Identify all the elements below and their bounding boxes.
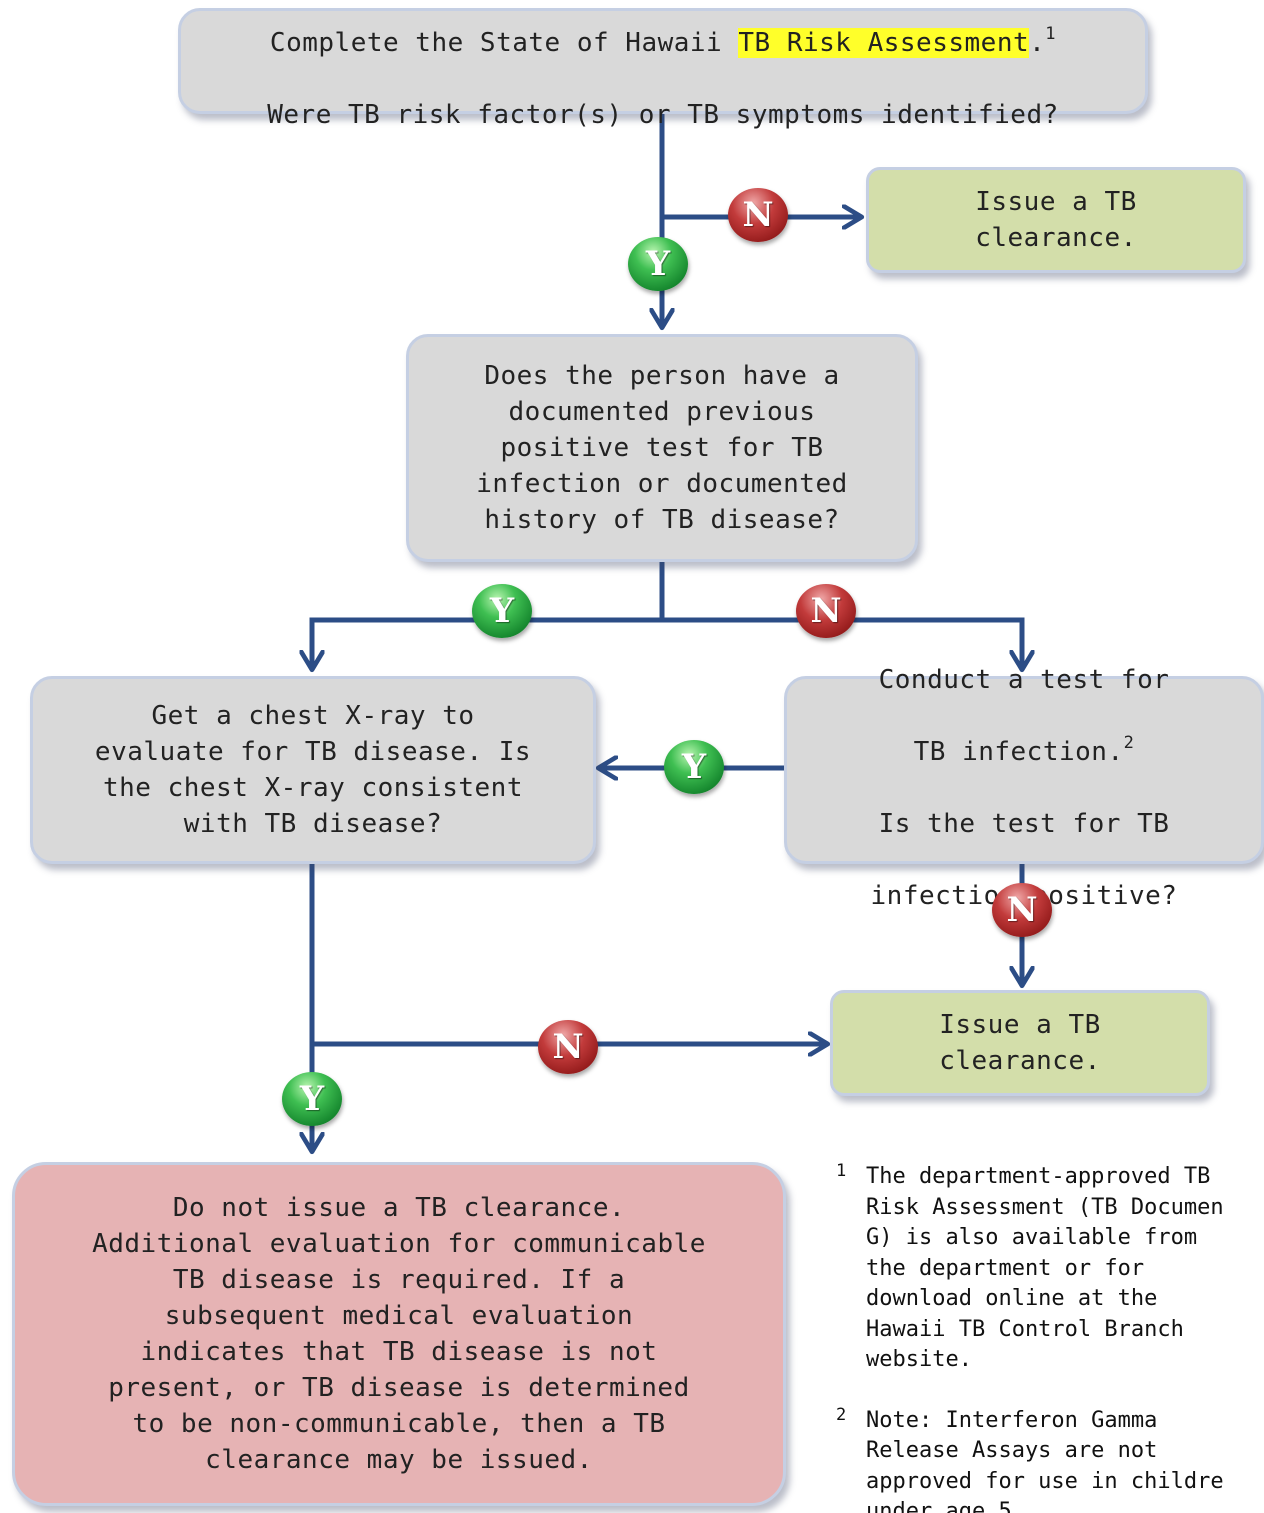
clearance-box-top: Issue a TB clearance. [866,167,1246,273]
test-infection-box: Conduct a test for TB infection.2 Is the… [784,665,1264,911]
no-badge-xray: N [538,1020,598,1074]
footnote-2-line: approved for use in childre [866,1468,1224,1494]
risk-assessment-box: Complete the State of Hawaii TB Risk Ass… [178,8,1148,130]
clearance-top-text: Issue a TB clearance. [975,187,1137,253]
yes-badge-top: Y [628,237,688,291]
footnote-2-line: Note: Interferon Gamma [866,1407,1158,1433]
test-infection-line1: Conduct a test for [878,665,1170,695]
no-badge-previous: N [796,584,856,638]
risk-assessment-highlight: TB Risk Assessment [738,28,1030,58]
test-infection-line2: TB infection. [913,737,1124,767]
clearance-box-bottom: Issue a TB clearance. [830,990,1210,1096]
footnote-1-number: 1 [836,1162,847,1181]
arrow-previous-no-test [662,617,1022,668]
footnote-1-line: The department-approved TB [866,1164,1211,1189]
risk-assessment-intro: Complete the State of Hawaii [269,28,739,58]
previous-positive-box: Does the person have a documented previo… [406,334,918,562]
footnote-1-line: Risk Assessment (TB Documen [866,1194,1224,1220]
footnote-ref-2: 2 [1123,733,1135,753]
no-clearance-text: Do not issue a TB clearance. Additional … [92,1193,706,1475]
footnote-1-line: website. [866,1347,972,1372]
chest-xray-box: Get a chest X-ray to evaluate for TB dis… [30,676,596,864]
no-clearance-box: Do not issue a TB clearance. Additional … [12,1162,786,1506]
chest-xray-text: Get a chest X-ray to evaluate for TB dis… [94,701,532,839]
no-badge-top: N [728,188,788,242]
footnote-ref-1: 1 [1045,24,1057,44]
risk-assessment-question: Were TB risk factor(s) or TB symptoms id… [267,100,1059,130]
clearance-bottom-text: Issue a TB clearance. [939,1010,1101,1076]
footnote-2-line: under age 5. [866,1499,1025,1513]
footnote-1-line: G) is also available from [866,1225,1198,1250]
footnote-2: 2 Note: Interferon Gamma Release Assays a… [836,1405,1264,1513]
footnote-1-line: Hawaii TB Control Branch [866,1316,1184,1342]
risk-assessment-period: . [1029,28,1046,58]
footnote-2-number: 2 [836,1404,847,1425]
footnote-1-line: download online at the [866,1286,1158,1311]
yes-badge-xray: Y [282,1072,342,1126]
previous-positive-text: Does the person have a documented previo… [476,361,848,535]
footnote-1: 1 The department-approved TB Risk Assessm… [836,1162,1264,1376]
footnotes: 1 The department-approved TB Risk Assessm… [836,1162,1264,1513]
no-badge-test: N [992,883,1052,937]
test-infection-line4: infection positive? [870,881,1178,911]
test-infection-line3: Is the test for TB [878,809,1170,839]
yes-badge-previous: Y [472,584,532,638]
yes-badge-test: Y [664,740,724,794]
footnote-2-line: Release Assays are not [866,1438,1158,1463]
arrow-previous-yes-xray [312,617,662,668]
footnote-1-line: the department or for [866,1255,1145,1281]
